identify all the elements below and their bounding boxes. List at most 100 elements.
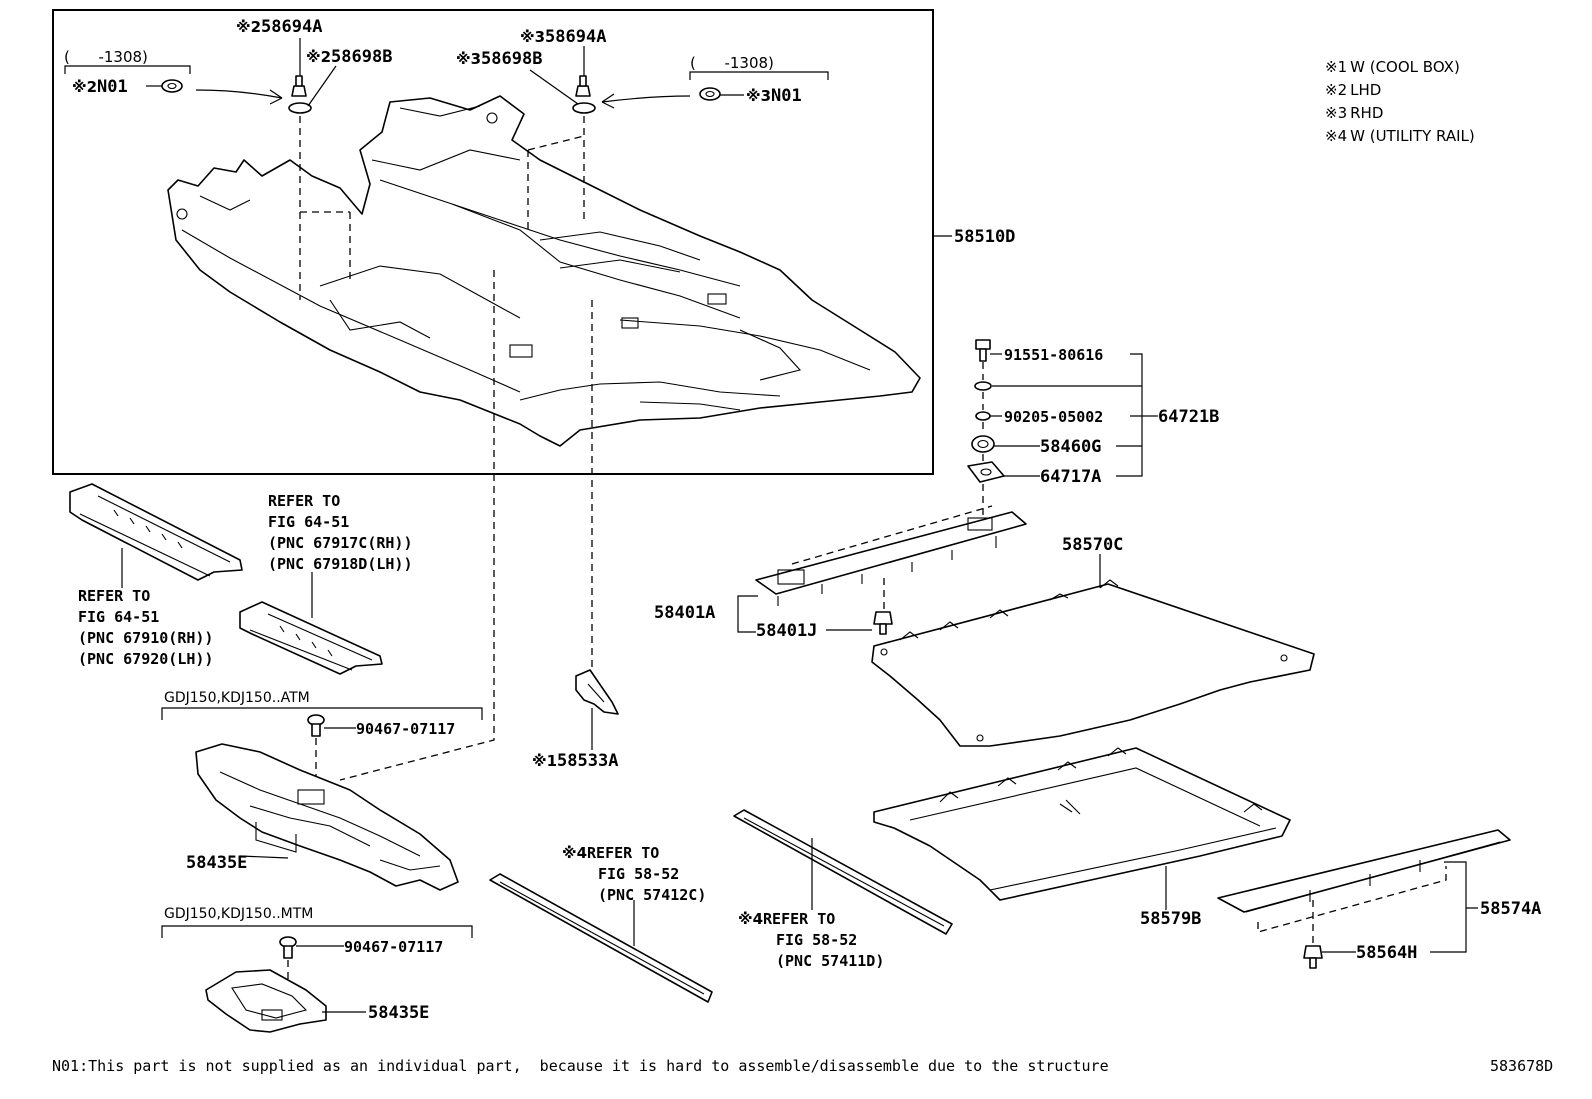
ring-58460G-shape (971, 435, 995, 453)
condition-mtm: GDJ150,KDJ150..MTM (164, 906, 313, 922)
label-90467-07117-mtm: 90467-07117 (344, 938, 443, 956)
floor-carpet-frame (52, 9, 934, 475)
label-58460G: 58460G (1040, 437, 1101, 457)
condition-atm: GDJ150,KDJ150..ATM (164, 690, 310, 706)
label-n01-left: N01 (97, 77, 128, 97)
utility-rail-right-shape (733, 809, 953, 935)
legend-text-2: LHD (1350, 81, 1381, 99)
clip-58694A-left-shape (291, 75, 307, 97)
label-64717A: 64717A (1040, 467, 1101, 487)
footnote: N01:This part is not supplied as an indi… (52, 1057, 1109, 1075)
label-58510D: 58510D (954, 227, 1015, 247)
label-58570C: 58570C (1062, 535, 1123, 555)
install-line-d (527, 135, 585, 151)
svg-text:※158533A: ※158533A (532, 751, 618, 771)
deck-tray-58579B-shape (873, 747, 1291, 901)
console-plate-58435E-atm-shape (195, 743, 459, 891)
legend-mark-3: ※3 (1325, 104, 1347, 122)
arrow-n01-left (195, 89, 283, 99)
bracket-58533A-shape (575, 669, 619, 715)
nut-n01-left-shape (161, 79, 183, 93)
rear-step-plate-shape (239, 601, 383, 675)
legend-mark-4: ※4 (1325, 127, 1347, 145)
label-58533A: 58533A (557, 751, 618, 771)
bracket-64721B (992, 353, 1143, 477)
figure-id: 583678D (1490, 1057, 1553, 1075)
bracket-mtm (161, 925, 473, 938)
label-n01-right-mark: ※3 (746, 87, 771, 105)
svg-text:※358694A: ※358694A (520, 27, 606, 47)
scuff-plate-58574A-shape (1217, 829, 1511, 933)
legend-text-4: W (UTILITY RAIL) (1350, 127, 1475, 145)
label-64721B: 64721B (1158, 407, 1219, 427)
front-step-plate-shape (69, 483, 243, 581)
bracket-64717A-shape (967, 461, 1005, 483)
label-58401A: 58401A (654, 603, 715, 623)
label-58694A-right-mark: ※3 (520, 28, 545, 46)
range-bracket-left (64, 65, 191, 74)
ref-rail-right: ※4REFER TO FIG 58-52 (PNC 57411D) (738, 910, 884, 970)
label-58694A-left: 58694A (261, 17, 322, 37)
label-58694A-right: 58694A (545, 27, 606, 47)
label-58435E-mtm: 58435E (368, 1003, 429, 1023)
svg-text:※258698B: ※258698B (306, 47, 392, 67)
label-n01-left-mark: ※2 (72, 78, 97, 96)
washer-58698B-right-shape (572, 102, 596, 114)
label-58564H: 58564H (1356, 943, 1417, 963)
leader-58698B-right (529, 69, 579, 105)
label-58574A: 58574A (1480, 899, 1541, 919)
label-58435E-atm: 58435E (186, 853, 247, 873)
screw-90467-atm-shape (307, 714, 325, 737)
arrowhead-n01-right (601, 93, 615, 109)
ref-rail-left: ※4REFER TO FIG 58-52 (PNC 57412C) (562, 844, 706, 904)
ref-rear-step: REFER TO FIG 64-51 (PNC 67917C(RH)) (PNC… (268, 492, 422, 573)
clip-58401J-shape (873, 611, 893, 635)
label-58401J: 58401J (756, 621, 817, 641)
svg-text:※3N01: ※3N01 (746, 86, 802, 106)
range-bracket-right (689, 71, 829, 80)
range-label-left: ( -1308) (64, 48, 148, 66)
leader-58698B-left (307, 65, 337, 107)
legend-text-1: W (COOL BOX) (1350, 58, 1460, 76)
label-58533A-mark: ※1 (532, 752, 557, 770)
arrowhead-n01-left (269, 89, 283, 105)
washer-upper-shape (974, 381, 992, 391)
svg-text:※1W (COOL BOX): ※1W (COOL BOX) (1325, 58, 1460, 76)
label-90467-07117-atm: 90467-07117 (356, 720, 455, 738)
label-58579B: 58579B (1140, 909, 1201, 929)
legend-mark-2: ※2 (1325, 81, 1347, 99)
legend-text-3: RHD (1350, 104, 1383, 122)
svg-text:※258694A: ※258694A (236, 17, 322, 37)
nut-n01-right-shape (699, 87, 721, 101)
utility-rail-left-shape (489, 873, 713, 1003)
label-58698B-left-mark: ※2 (306, 48, 331, 66)
leader-58435E-atm (239, 855, 289, 859)
ref-front-step: REFER TO FIG 64-51 (PNC 67910(RH)) (PNC … (78, 587, 223, 668)
label-91551-80616: 91551-80616 (1004, 346, 1103, 364)
clip-58564H-shape (1303, 945, 1323, 969)
bracket-58574A (1430, 861, 1478, 953)
deck-board-58570C-shape (871, 579, 1315, 747)
floor-carpet-drawing (167, 95, 921, 447)
bracket-atm (161, 707, 483, 720)
washer-90205-shape (975, 411, 991, 421)
bolt-91551-shape (975, 339, 991, 362)
washer-58698B-left-shape (288, 102, 312, 114)
svg-text:※4W (UTILITY RAIL): ※4W (UTILITY RAIL) (1325, 127, 1475, 145)
label-90205-05002: 90205-05002 (1004, 408, 1103, 426)
legend-mark-1: ※1 (1325, 58, 1347, 76)
clip-58694A-right-shape (575, 75, 591, 97)
label-58698B-right: 58698B (481, 49, 542, 69)
screw-90467-mtm-shape (279, 936, 297, 959)
rail-58401A-shape (755, 505, 1027, 606)
svg-text:※2N01: ※2N01 (72, 77, 128, 97)
arrow-n01-right (601, 95, 691, 103)
label-58694A-left-mark: ※2 (236, 18, 261, 36)
label-58698B-right-mark: ※3 (456, 50, 481, 68)
console-plate-58435E-mtm-shape (205, 969, 327, 1033)
range-label-right: ( -1308) (690, 54, 774, 72)
label-n01-right: N01 (771, 86, 802, 106)
